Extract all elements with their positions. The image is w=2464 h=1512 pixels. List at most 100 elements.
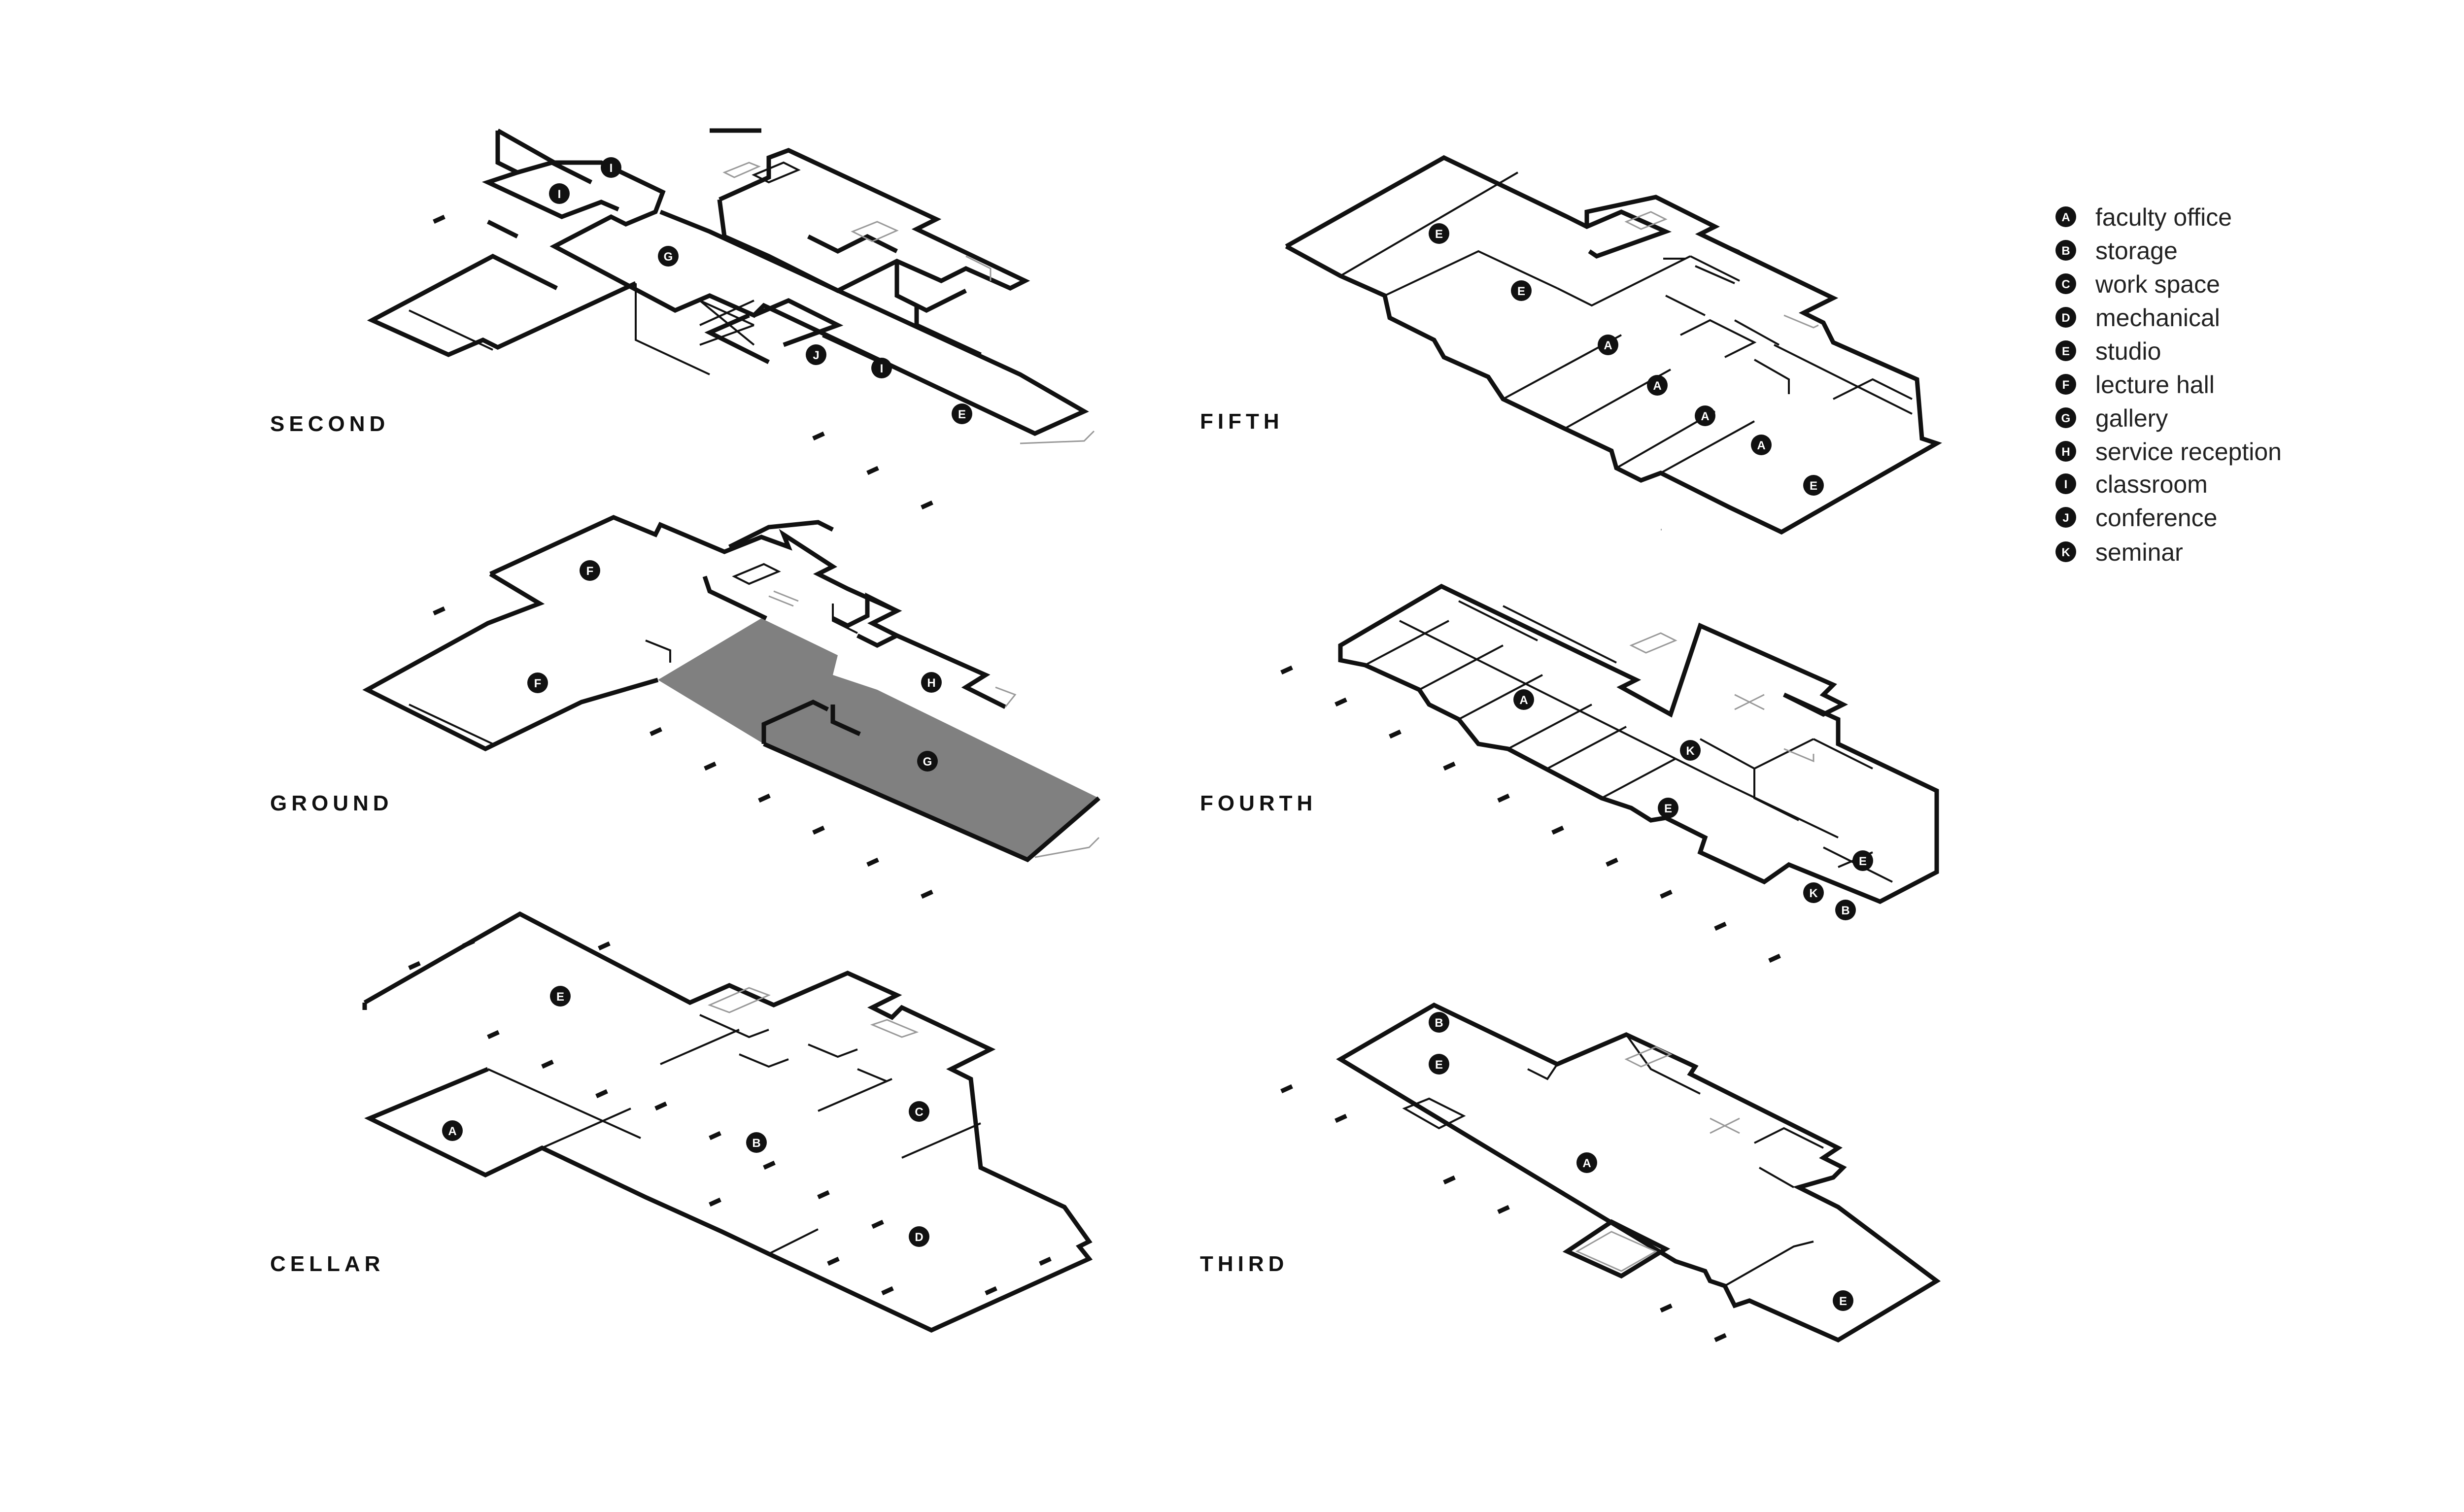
- room-badge: A: [1695, 405, 1715, 426]
- room-badge: E: [952, 403, 972, 424]
- svg-text:F: F: [586, 565, 594, 578]
- room-badge: G: [917, 751, 938, 772]
- gallery-shading: [658, 618, 1099, 860]
- room-badge: I: [871, 358, 892, 378]
- second-floor-plan: [367, 128, 1095, 510]
- svg-text:F: F: [534, 677, 542, 690]
- room-badge: E: [1429, 223, 1449, 244]
- svg-text:B: B: [1435, 1016, 1443, 1030]
- svg-text:E: E: [556, 990, 564, 1004]
- svg-text:storage: storage: [2095, 237, 2178, 265]
- fourth-floor-plan: [1280, 583, 1939, 963]
- room-badge: H: [921, 672, 942, 693]
- svg-text:work space: work space: [2095, 270, 2220, 298]
- svg-text:B: B: [2061, 244, 2070, 258]
- svg-text:E: E: [1839, 1295, 1847, 1308]
- room-badge: E: [1852, 850, 1873, 871]
- ground-floor-plan: [362, 515, 1100, 899]
- room-badge: C: [909, 1101, 929, 1122]
- svg-text:classroom: classroom: [2095, 470, 2208, 498]
- svg-text:E: E: [2062, 345, 2070, 358]
- svg-text:G: G: [923, 755, 932, 769]
- room-badge: A: [442, 1120, 463, 1141]
- svg-text:A: A: [1604, 339, 1612, 352]
- room-badge: E: [550, 986, 571, 1007]
- room-badge: F: [580, 560, 600, 581]
- svg-text:E: E: [1435, 1058, 1443, 1072]
- svg-text:D: D: [915, 1231, 923, 1244]
- svg-text:I: I: [558, 188, 561, 201]
- svg-text:I: I: [880, 362, 884, 375]
- room-badge: B: [1429, 1012, 1449, 1033]
- room-badge: B: [1835, 900, 1856, 920]
- svg-text:mechanical: mechanical: [2095, 304, 2220, 332]
- svg-text:K: K: [1809, 887, 1818, 900]
- room-badge: E: [1429, 1054, 1449, 1075]
- svg-text:G: G: [2061, 412, 2071, 425]
- room-badge: A: [1647, 375, 1668, 396]
- svg-text:A: A: [1757, 439, 1765, 452]
- room-badge: B: [746, 1132, 767, 1153]
- svg-text:G: G: [664, 250, 673, 264]
- svg-text:service reception: service reception: [2095, 438, 2282, 466]
- svg-text:A: A: [2061, 211, 2070, 224]
- room-badge: J: [806, 344, 826, 365]
- svg-text:J: J: [813, 349, 819, 362]
- svg-text:conference: conference: [2095, 504, 2217, 532]
- svg-text:E: E: [1810, 479, 1817, 493]
- cellar-floor-plan: [362, 911, 1093, 1333]
- room-badge: A: [1598, 335, 1618, 355]
- svg-text:gallery: gallery: [2095, 404, 2168, 432]
- svg-text:E: E: [1517, 285, 1525, 298]
- room-badge: K: [1680, 740, 1701, 761]
- svg-text:B: B: [752, 1137, 760, 1150]
- svg-text:K: K: [1686, 744, 1695, 758]
- floor-label-ground: GROUND: [270, 791, 393, 815]
- svg-text:J: J: [2062, 511, 2069, 525]
- room-badge: D: [909, 1226, 929, 1247]
- room-badge: K: [1803, 882, 1824, 903]
- room-badge: G: [658, 246, 679, 267]
- floor-label-third: THIRD: [1200, 1252, 1288, 1276]
- svg-text:B: B: [1841, 904, 1849, 917]
- svg-text:E: E: [1435, 228, 1443, 241]
- svg-text:D: D: [2061, 311, 2070, 325]
- svg-text:C: C: [2061, 278, 2070, 291]
- svg-text:I: I: [2064, 478, 2068, 491]
- svg-text:H: H: [927, 676, 935, 690]
- svg-text:A: A: [1582, 1157, 1591, 1170]
- room-badge: A: [1751, 435, 1772, 455]
- svg-text:K: K: [2061, 546, 2070, 559]
- svg-text:A: A: [448, 1125, 456, 1138]
- svg-text:E: E: [1859, 855, 1867, 868]
- room-badge: I: [549, 183, 570, 204]
- third-floor-plan: [1280, 1002, 1941, 1343]
- svg-text:faculty office: faculty office: [2095, 203, 2232, 231]
- svg-text:A: A: [1653, 379, 1661, 393]
- room-badge: E: [1833, 1290, 1853, 1311]
- svg-text:lecture hall: lecture hall: [2095, 371, 2215, 399]
- svg-text:A: A: [1701, 410, 1709, 423]
- floor-label-second: SECOND: [270, 412, 389, 436]
- room-badge: A: [1513, 689, 1534, 710]
- svg-text:studio: studio: [2095, 337, 2161, 365]
- floor-label-fifth: FIFTH: [1200, 409, 1284, 434]
- svg-text:C: C: [915, 1106, 923, 1119]
- room-badge: F: [527, 672, 548, 693]
- floor-label-fourth: FOURTH: [1200, 791, 1317, 815]
- svg-text:E: E: [958, 408, 966, 421]
- svg-text:H: H: [2061, 445, 2070, 459]
- svg-text:I: I: [610, 162, 613, 175]
- fifth-floor-plan: [1285, 155, 1942, 535]
